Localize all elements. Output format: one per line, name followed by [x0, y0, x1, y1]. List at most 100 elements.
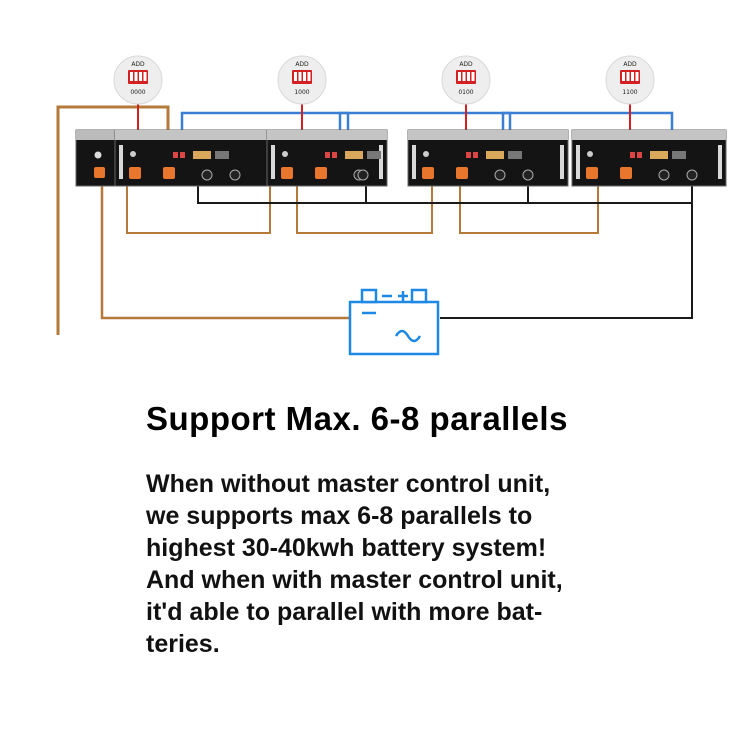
dip-port-icon	[466, 152, 471, 158]
positive-terminal-icon	[281, 167, 293, 179]
dip-code: 1100	[622, 89, 637, 96]
battery-modules	[75, 129, 727, 187]
positive-link-cable	[296, 182, 433, 234]
dip-lever	[294, 72, 297, 81]
positive-terminal-icon	[422, 167, 434, 179]
dip-title: ADD	[295, 61, 309, 68]
positive-terminal-icon	[586, 167, 598, 179]
inverter-icon	[348, 288, 440, 356]
handle-icon	[560, 145, 564, 179]
power-button-icon	[130, 151, 136, 157]
description-line: highest 30-40kwh battery system!	[146, 534, 547, 562]
terminal-icon	[94, 167, 105, 178]
dip-port-icon	[332, 152, 337, 158]
negative-inverter-cable	[440, 182, 693, 319]
module-top-panel	[267, 130, 387, 140]
handle-icon	[412, 145, 416, 179]
dip-lever	[303, 72, 306, 81]
can-port-icon	[367, 151, 381, 159]
positive-link-cable	[126, 182, 271, 234]
negative-terminal-icon	[658, 169, 670, 181]
positive-inverter-cable	[100, 182, 350, 320]
rs485-port-icon	[486, 151, 504, 159]
rs485-port-icon	[193, 151, 211, 159]
module-top-panel	[572, 130, 726, 140]
negative-terminal-icon	[201, 169, 213, 181]
can-port-icon	[215, 151, 229, 159]
dip-lever	[307, 72, 311, 81]
description: When without master control unit, we sup…	[146, 468, 706, 660]
power-button-icon	[587, 151, 593, 157]
dip-switch-icon: ADD 0100	[441, 55, 491, 105]
negative-terminal-icon	[686, 169, 698, 181]
dip-switch-icon: ADD 0000	[113, 55, 163, 105]
positive-terminal-icon	[456, 167, 468, 179]
positive-terminal-icon	[163, 167, 175, 179]
negative-terminal-icon	[229, 169, 241, 181]
dip-lever	[143, 72, 147, 81]
handle-icon	[718, 145, 722, 179]
inverter-body	[348, 300, 440, 356]
dip-port-icon	[637, 152, 642, 158]
dip-switch-icon: ADD 1000	[277, 55, 327, 105]
dip-lever	[631, 72, 634, 81]
dip-lever	[298, 72, 302, 81]
positive-main-cable	[56, 105, 170, 335]
handle-icon	[119, 145, 123, 179]
wiring-diagram: ADD 0000 ADD 1000 ADD 0100 ADD 1100	[56, 55, 727, 356]
dip-switches: ADD 0000 ADD 1000 ADD 0100 ADD 1100	[113, 55, 655, 105]
dip-lever	[471, 72, 475, 81]
dip-lever	[635, 72, 639, 81]
dip-lever	[139, 72, 142, 81]
dip-title: ADD	[459, 61, 473, 68]
dip-lever	[626, 72, 630, 81]
description-line: teries.	[146, 630, 220, 658]
dip-port-icon	[325, 152, 330, 158]
dip-port-icon	[180, 152, 185, 158]
dip-title: ADD	[131, 61, 145, 68]
dip-lever	[462, 72, 466, 81]
positive-terminal-icon	[620, 167, 632, 179]
dip-lever	[622, 72, 625, 81]
inverter-terminal	[410, 288, 428, 304]
dip-code: 0000	[130, 89, 145, 96]
power-button-icon	[94, 151, 102, 159]
dip-lever	[134, 72, 138, 81]
handle-icon	[271, 145, 275, 179]
power-button-icon	[282, 151, 288, 157]
dip-lever	[130, 72, 133, 81]
rs485-port-icon	[345, 151, 363, 159]
description-line: And when with master control unit,	[146, 566, 563, 594]
dip-lever	[458, 72, 461, 81]
dip-code: 0100	[458, 89, 473, 96]
module-top-panel	[408, 130, 568, 140]
battery-module	[407, 129, 569, 187]
power-button-icon	[423, 151, 429, 157]
battery-module	[571, 129, 727, 187]
dip-lever	[467, 72, 470, 81]
dip-port-icon	[473, 152, 478, 158]
module-top-panel	[115, 130, 280, 140]
inverter-terminal	[360, 288, 378, 304]
positive-terminal-icon	[315, 167, 327, 179]
handle-icon	[576, 145, 580, 179]
unit-top	[76, 130, 118, 140]
negative-terminal-icon	[494, 169, 506, 181]
negative-terminal-icon	[357, 169, 369, 181]
can-port-icon	[508, 151, 522, 159]
headline: Support Max. 6-8 parallels	[146, 400, 568, 437]
master-control-unit	[75, 129, 119, 187]
description-line: it'd able to parallel with more bat-	[146, 598, 543, 626]
dip-port-icon	[173, 152, 178, 158]
handle-icon	[379, 145, 383, 179]
rs485-port-icon	[650, 151, 668, 159]
positive-terminal-icon	[129, 167, 141, 179]
dip-code: 1000	[294, 89, 309, 96]
negative-terminal-icon	[522, 169, 534, 181]
description-line: we supports max 6-8 parallels to	[146, 502, 533, 530]
battery-module	[114, 129, 281, 187]
dip-title: ADD	[623, 61, 637, 68]
description-line: When without master control unit,	[146, 470, 551, 498]
can-port-icon	[672, 151, 686, 159]
battery-module	[266, 129, 388, 187]
